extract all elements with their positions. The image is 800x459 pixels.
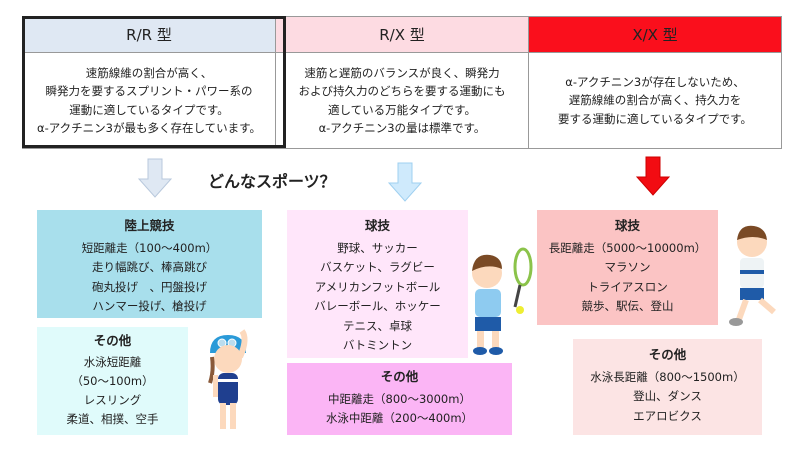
rx-other-box: その他 中距離走（800～3000m） 水泳中距離（200～400m） — [287, 363, 512, 435]
type-xx-description: α-アクチニン3が存在しないため、 遅筋線維の割合が高く、持久力を 要する運動に… — [528, 52, 782, 149]
desc-line: 速筋線維の割合が高く、 — [85, 65, 213, 80]
desc-line: および持久力のどちらを要する運動にも — [298, 84, 506, 98]
sport-item: バスケット、ラグビー — [320, 260, 435, 274]
rx-sports-box: 球技 野球、サッカー バスケット、ラグビー アメリカンフットボール バレーボール… — [287, 210, 468, 358]
runner-illustration — [729, 225, 776, 326]
sport-item: （50～100m） — [71, 374, 154, 388]
sport-item: バレーボール、ホッケー — [314, 299, 441, 313]
sport-item: 野球、サッカー — [337, 240, 418, 255]
box-title: その他 — [93, 333, 132, 348]
sport-item: 水泳長距離（800～1500m） — [590, 369, 745, 384]
type-rx-header: R/X 型 — [275, 16, 529, 53]
sport-item: レスリング — [83, 393, 142, 407]
box-title: 陸上競技 — [124, 218, 175, 233]
sport-item: 中距離走（800～3000m） — [328, 391, 471, 406]
swimmer-illustration — [208, 329, 248, 429]
box-title: その他 — [648, 347, 687, 362]
desc-line: α-アクチニン3の量は標準です。 — [318, 121, 486, 135]
sport-item: 長距離走（5000～10000m） — [548, 240, 707, 255]
desc-line: 遅筋線維の割合が高く、持久力を — [568, 93, 742, 108]
question-heading: どんなスポーツ？ — [208, 172, 336, 191]
type-rx-description: 速筋と遅筋のバランスが良く、瞬発力 および持久力のどちらを要する運動にも 適して… — [275, 52, 529, 149]
sport-item: 短距離走（100～400m） — [81, 240, 218, 255]
rr-other-box: その他 水泳短距離 （50～100m） レスリング 柔道、相撲、空手 — [37, 327, 188, 435]
sport-item: 柔道、相撲、空手 — [66, 412, 159, 426]
arrow-down-icon — [138, 158, 172, 198]
arrow-down-icon — [388, 162, 422, 202]
box-title: 球技 — [614, 218, 640, 233]
desc-line: 運動に適しているタイプです。 — [69, 102, 229, 117]
desc-line: α-アクチニン3が存在しないため、 — [565, 74, 745, 89]
desc-line: 適している万能タイプです。 — [327, 102, 476, 117]
sport-item: 砲丸投げ 、円盤投げ — [92, 279, 207, 294]
xx-sports-box: 球技 長距離走（5000～10000m） マラソン トライアスロン 競歩、駅伝、… — [537, 210, 718, 325]
selected-type-highlight — [22, 16, 286, 148]
gene-type-table: R/R 型 R/X 型 X/X 型 速筋線維の割合が高く、 瞬発力を要するスプリ… — [22, 16, 782, 149]
type-rr-description: 速筋線維の割合が高く、 瞬発力を要するスプリント・パワー系の 運動に適しているタ… — [22, 52, 276, 149]
sport-item: テニス、卓球 — [343, 318, 412, 333]
desc-line: 要する運動に適しているタイプです。 — [557, 111, 752, 126]
sport-item: アメリカンフットボール — [314, 279, 441, 294]
sport-item: 水泳短距離 — [83, 355, 142, 369]
type-rr-header: R/R 型 — [22, 16, 276, 53]
type-xx-header: X/X 型 — [528, 16, 782, 53]
sport-item: 競歩、駅伝、登山 — [581, 299, 674, 313]
sport-item: 走り幅跳び、棒高跳び — [92, 260, 207, 274]
sport-item: 登山、ダンス — [633, 389, 702, 403]
sport-item: 水泳中距離（200～400m） — [325, 411, 474, 425]
arrow-down-icon — [636, 156, 670, 196]
desc-line: 速筋と遅筋のバランスが良く、瞬発力 — [304, 65, 500, 80]
sport-item: トライアスロン — [587, 279, 668, 294]
desc-line: α-アクチニン3が最も多く存在しています。 — [37, 121, 261, 135]
sport-item: ハンマー投げ、槍投げ — [92, 299, 207, 313]
box-title: その他 — [380, 369, 419, 384]
desc-line: 瞬発力を要するスプリント・パワー系の — [45, 84, 253, 98]
sport-item: エアロビクス — [633, 408, 702, 423]
sport-item: バトミントン — [342, 338, 413, 352]
box-title: 球技 — [364, 218, 390, 233]
sport-item: マラソン — [604, 260, 651, 274]
tennis-player-illustration — [472, 247, 533, 355]
rr-sports-box: 陸上競技 短距離走（100～400m） 走り幅跳び、棒高跳び 砲丸投げ 、円盤投… — [37, 210, 262, 318]
xx-other-box: その他 水泳長距離（800～1500m） 登山、ダンス エアロビクス — [573, 339, 762, 435]
